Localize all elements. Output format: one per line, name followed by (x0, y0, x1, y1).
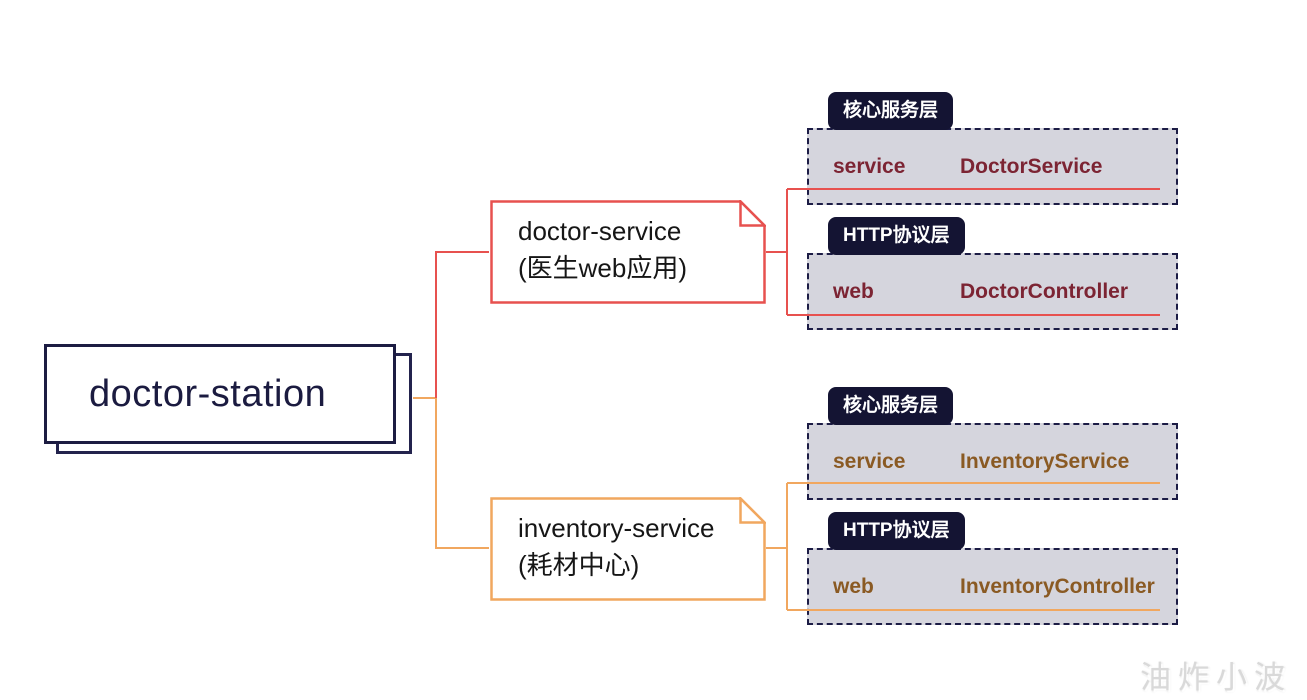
topic-key: service (833, 154, 906, 178)
layer-tag: 核心服务层 (828, 92, 954, 130)
branch-node-inventory-service[interactable]: inventory-service (耗材中心) (490, 497, 766, 601)
topic-box-inventory-service[interactable]: service InventoryService (807, 423, 1178, 500)
layer-tag: HTTP协议层 (828, 512, 965, 550)
topic-value: InventoryController (960, 574, 1155, 598)
layer-tag: HTTP协议层 (828, 217, 965, 255)
watermark: 油炸小波 (1140, 660, 1292, 695)
topic-box-inventory-controller[interactable]: web InventoryController (807, 548, 1178, 625)
topic-value: DoctorService (960, 154, 1103, 178)
child-topic-doctor-service-layer: 核心服务层 service DoctorService (807, 92, 1178, 205)
topic-box-doctor-service[interactable]: service DoctorService (807, 128, 1178, 205)
topic-key: web (833, 574, 874, 598)
child-topic-inventory-web-layer: HTTP协议层 web InventoryController (807, 512, 1178, 625)
child-topic-inventory-service-layer: 核心服务层 service InventoryService (807, 387, 1178, 500)
root-node-label: doctor-station (89, 372, 327, 415)
root-node-doctor-station[interactable]: doctor-station (44, 344, 396, 444)
branch-node-doctor-service[interactable]: doctor-service (医生web应用) (490, 200, 766, 304)
branch-label: inventory-service (518, 513, 715, 543)
note-shape-icon (490, 200, 766, 304)
topic-key: service (833, 449, 906, 473)
branch-sublabel: (医生web应用) (518, 253, 688, 283)
layer-tag: 核心服务层 (828, 387, 954, 425)
branch-label: doctor-service (518, 216, 682, 246)
topic-box-doctor-controller[interactable]: web DoctorController (807, 253, 1178, 330)
child-topic-doctor-web-layer: HTTP协议层 web DoctorController (807, 217, 1178, 330)
branch-sublabel: (耗材中心) (518, 550, 640, 580)
note-shape-icon (490, 497, 766, 601)
topic-value: InventoryService (960, 449, 1130, 473)
topic-value: DoctorController (960, 279, 1128, 303)
topic-key: web (833, 279, 874, 303)
